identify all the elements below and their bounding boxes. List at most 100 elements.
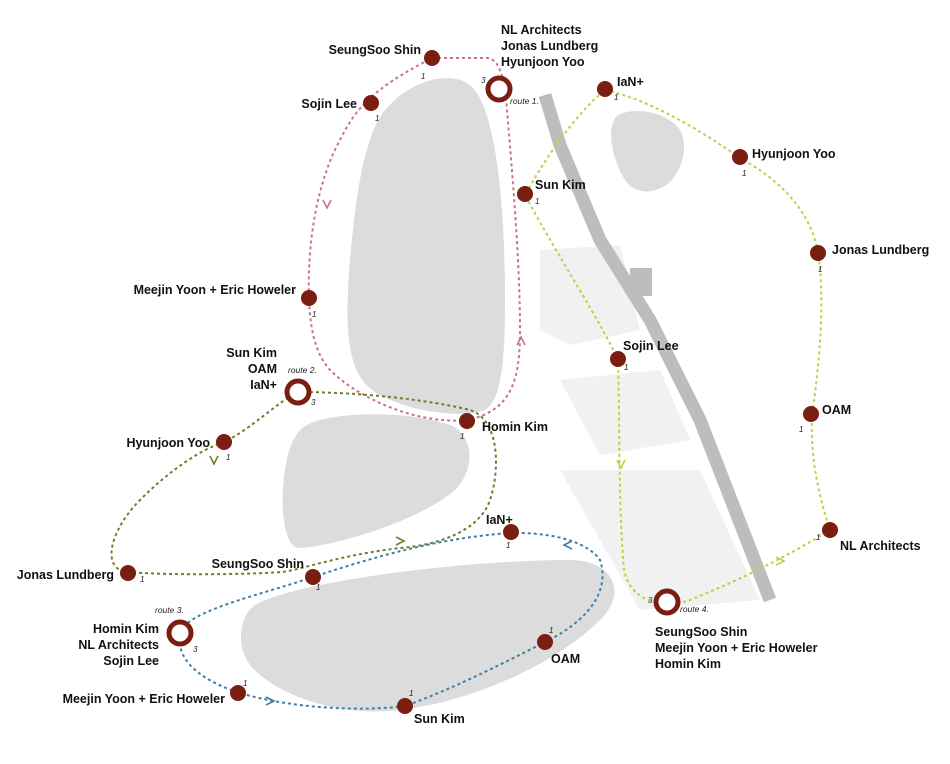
route2-label: route 2.	[288, 365, 317, 375]
hub-label: Sojin Lee	[103, 654, 159, 668]
hub-count: 3	[481, 76, 486, 85]
stop-count: 1	[409, 689, 413, 698]
block-south	[240, 560, 615, 712]
stop-count: 1	[816, 533, 820, 542]
stop-dot	[120, 565, 136, 581]
stop-markers	[120, 50, 838, 714]
road-strip	[538, 93, 777, 603]
stop-label: Homin Kim	[482, 420, 548, 434]
route1-label: route 1.	[510, 96, 539, 106]
route-lines	[110, 57, 832, 710]
stop-count: 1	[549, 626, 553, 635]
stop-dot	[517, 186, 533, 202]
hub-route3-ring	[166, 619, 194, 647]
stop-dot	[732, 149, 748, 165]
stop-label: Sojin Lee	[623, 339, 679, 353]
route3-line	[178, 531, 604, 710]
stop-label: Sun Kim	[535, 178, 586, 192]
stop-label: Jonas Lundberg	[832, 243, 929, 257]
stop-dot	[610, 351, 626, 367]
hub-label: Homin Kim	[655, 657, 721, 671]
stop-dot	[803, 406, 819, 422]
hub-count: 3	[193, 645, 198, 654]
stop-count: 1	[226, 453, 230, 462]
stop-count: 1	[421, 72, 425, 81]
route3-arrow-right	[265, 696, 276, 706]
route1-arrow-up	[516, 335, 526, 346]
hub-label: Meejin Yoon + Eric Howeler	[655, 641, 818, 655]
route3-label: route 3.	[155, 605, 184, 615]
stop-count: 1	[243, 679, 247, 688]
route4-label: route 4.	[680, 604, 709, 614]
stop-dot	[459, 413, 475, 429]
stop-label: Sun Kim	[414, 712, 465, 726]
hub-label: NL Architects	[78, 638, 159, 652]
stop-count: 1	[460, 432, 464, 441]
hub-label: Jonas Lundberg	[501, 39, 598, 53]
stop-count: 1	[742, 169, 746, 178]
stop-count: 1	[316, 583, 320, 592]
stop-label: Hyunjoon Yoo	[126, 436, 210, 450]
stop-dot	[822, 522, 838, 538]
hub-label: NL Architects	[501, 23, 582, 37]
hub-label: SeungSoo Shin	[655, 625, 747, 639]
stop-label: Meejin Yoon + Eric Howeler	[63, 692, 226, 706]
hub-count: 3	[648, 596, 653, 605]
stop-label: Meejin Yoon + Eric Howeler	[134, 283, 297, 297]
direction-arrows	[209, 199, 786, 706]
hub-route4-ring	[653, 588, 681, 616]
stop-count: 1	[799, 425, 803, 434]
route2-arrow-right	[395, 536, 406, 546]
stop-label: Hyunjoon Yoo	[752, 147, 836, 161]
route4-arrow-down	[616, 459, 626, 470]
stop-count: 1	[312, 310, 316, 319]
stop-dot	[597, 81, 613, 97]
road-bump	[630, 268, 652, 296]
hub-route2-ring	[284, 378, 312, 406]
stop-dot	[216, 434, 232, 450]
hub-label: Sun Kim	[226, 346, 277, 360]
hub-markers	[166, 75, 681, 647]
stop-label: IaN+	[486, 513, 513, 527]
ground-patch-3	[560, 470, 760, 610]
stop-count: 1	[140, 575, 144, 584]
stop-label: NL Architects	[840, 539, 921, 553]
route4-line	[523, 89, 832, 605]
stop-dot	[503, 524, 519, 540]
hub-label: IaN+	[250, 378, 277, 392]
route-labels: route 1. route 2. route 3. route 4.	[155, 96, 709, 615]
stop-count: 1	[818, 265, 822, 274]
hub-route1-ring	[485, 75, 513, 103]
hub-label: Homin Kim	[93, 622, 159, 636]
stop-label: OAM	[822, 403, 851, 417]
stop-dot	[301, 290, 317, 306]
stop-count: 1	[375, 114, 379, 123]
route4-arrow-right	[775, 556, 786, 566]
route2-arrow-down	[209, 455, 219, 466]
route1-arrow-down	[322, 199, 332, 210]
route3-arrow-left	[562, 540, 573, 550]
block-east	[611, 110, 685, 192]
stop-dot	[810, 245, 826, 261]
stop-dot	[424, 50, 440, 66]
stop-count: 1	[614, 93, 618, 102]
stop-count: 1	[535, 197, 539, 206]
route1-line	[307, 57, 522, 422]
stop-label: OAM	[551, 652, 580, 666]
hub-labels: NL Architects Jonas Lundberg Hyunjoon Yo…	[78, 23, 817, 671]
stop-label: SeungSoo Shin	[212, 557, 304, 571]
stop-label: Jonas Lundberg	[17, 568, 114, 582]
ground-patch-2	[560, 370, 690, 455]
stop-counts: 1 1 1 1 1 1 1 1 1 1 1 1 1 1 1 1 1 1	[140, 72, 822, 698]
stop-labels: SeungSoo Shin Sojin Lee Meejin Yoon + Er…	[17, 43, 929, 726]
hub-count: 3	[311, 398, 316, 407]
stop-dot	[230, 685, 246, 701]
route2-line	[110, 391, 497, 576]
stop-count: 1	[506, 541, 510, 550]
hub-counts: 3 3 3 3	[193, 76, 653, 654]
stop-dot	[305, 569, 321, 585]
stop-dot	[397, 698, 413, 714]
stop-count: 1	[624, 363, 628, 372]
